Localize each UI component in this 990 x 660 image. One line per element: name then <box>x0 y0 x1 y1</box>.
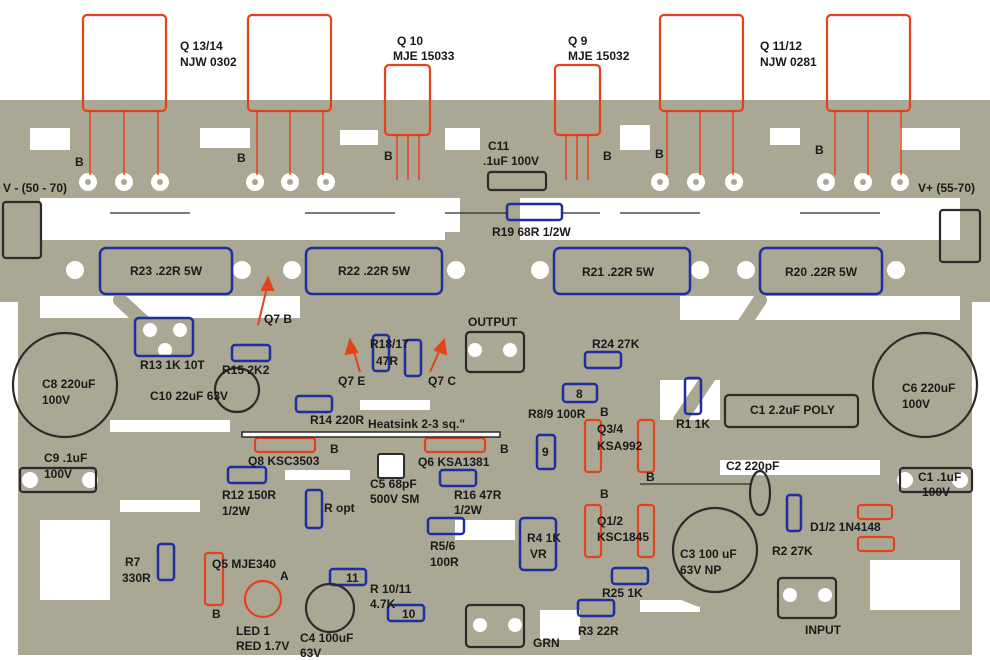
q10-part: MJE 15033 <box>393 49 455 63</box>
d1-2-label: D1/2 1N4148 <box>810 520 881 534</box>
r18-17-label: R18/17 <box>370 337 409 351</box>
q8-base: B <box>330 442 339 456</box>
r8-label: 8 <box>576 387 583 401</box>
ropt-label: R opt <box>324 501 355 515</box>
r7-label: R7 <box>125 555 141 569</box>
c4-value: 63V <box>300 646 321 660</box>
q1-2-ref: Q1/2 <box>597 514 623 528</box>
q14-base-label: B <box>237 151 246 165</box>
q11-12-part: NJW 0281 <box>760 55 817 69</box>
black-outlines <box>1 170 982 649</box>
q10-base-label: B <box>384 149 393 163</box>
r11-label: 11 <box>346 571 359 585</box>
c2-label: C2 220pF <box>726 459 779 473</box>
r4-label: R4 1K <box>527 531 561 545</box>
r23-label: R23 .22R 5W <box>130 264 203 278</box>
c6-label: C6 220uF <box>902 381 955 395</box>
c1-label: C1 2.2uF POLY <box>750 403 835 417</box>
r10-label: 10 <box>402 607 416 621</box>
q7b-label: Q7 B <box>264 312 292 326</box>
q9-part: MJE 15032 <box>568 49 630 63</box>
r20-label: R20 .22R 5W <box>785 265 858 279</box>
r12-value: 1/2W <box>222 504 251 518</box>
led-label: LED 1 <box>236 624 270 638</box>
c4-label: C4 100uF <box>300 631 353 645</box>
q1-2-base: B <box>600 487 609 501</box>
q13-base-label: B <box>75 155 84 169</box>
r21-label: R21 .22R 5W <box>582 265 655 279</box>
r12-label: R12 150R <box>222 488 276 502</box>
red-outlines <box>81 13 912 619</box>
c8-value: 100V <box>42 393 70 407</box>
q7e-label: Q7 E <box>338 374 365 388</box>
q13-14-ref: Q 13/14 <box>180 39 223 53</box>
r9-label: 9 <box>542 445 549 459</box>
c8-label: C8 220uF <box>42 377 95 391</box>
r14-label: R14 220R <box>310 413 364 427</box>
q6-base: B <box>500 442 509 456</box>
c11-value: .1uF 100V <box>483 154 539 168</box>
vpos-label: V+ (55-70) <box>918 181 975 195</box>
r15-label: R15 2K2 <box>222 363 270 377</box>
q3-4-ref: Q3/4 <box>597 422 623 436</box>
led-value: RED 1.7V <box>236 639 289 653</box>
r10-11-value: 4.7K <box>370 597 396 611</box>
r18-17-value: 47R <box>376 354 398 368</box>
c9-value: 100V <box>44 467 72 481</box>
q3-4-base: B <box>600 405 609 419</box>
r16-value: 1/2W <box>454 503 483 517</box>
labels: Q 13/14 NJW 0302 Q 10 MJE 15033 Q 9 MJE … <box>3 34 975 660</box>
q10-ref: Q 10 <box>397 34 423 48</box>
q5-a-label: A <box>280 569 289 583</box>
r8-9-label: R8/9 100R <box>528 407 586 421</box>
r5-6-value: 100R <box>430 555 459 569</box>
r19-label: R19 68R 1/2W <box>492 225 571 239</box>
r25-label: R25 1K <box>602 586 643 600</box>
q3-4-bottom-base: B <box>646 470 655 484</box>
q3-4-part: KSA992 <box>597 439 643 453</box>
c5-label: C5 68pF <box>370 477 417 491</box>
q5-b-label: B <box>212 607 221 621</box>
r7-value: 330R <box>122 571 151 585</box>
q12-base-label: B <box>815 143 824 157</box>
grn-label: GRN <box>533 636 560 650</box>
c3-label: C3 100 uF <box>680 547 737 561</box>
q11-12-ref: Q 11/12 <box>760 39 802 53</box>
q8-label: Q8 KSC3503 <box>248 454 320 468</box>
r5-6-label: R5/6 <box>430 539 456 553</box>
q1-2-part: KSC1845 <box>597 530 649 544</box>
pads <box>22 25 968 632</box>
q13-14-part: NJW 0302 <box>180 55 237 69</box>
input-label: INPUT <box>805 623 842 637</box>
heatsink-label: Heatsink 2-3 sq." <box>368 417 465 431</box>
q7c-label: Q7 C <box>428 374 456 388</box>
c5-value: 500V SM <box>370 492 419 506</box>
output-label: OUTPUT <box>468 315 518 329</box>
r10-11-label: R 10/11 <box>370 582 412 596</box>
c6-value: 100V <box>902 397 930 411</box>
r24-label: R24 27K <box>592 337 640 351</box>
c1b-label: C1 .1uF <box>918 470 961 484</box>
c10-label: C10 22uF 63V <box>150 389 228 403</box>
r1-label: R1 1K <box>676 417 710 431</box>
blue-outlines <box>98 202 884 623</box>
q11-base-label: B <box>655 147 664 161</box>
r3-label: R3 22R <box>578 624 619 638</box>
vneg-label: V - (50 - 70) <box>3 181 67 195</box>
r4-value: VR <box>530 547 547 561</box>
c1b-value: 100V <box>922 485 950 499</box>
q9-ref: Q 9 <box>568 34 588 48</box>
r22-label: R22 .22R 5W <box>338 264 411 278</box>
r16-label: R16 47R <box>454 488 502 502</box>
r2-label: R2 27K <box>772 544 813 558</box>
c9-label: C9 .1uF <box>44 451 87 465</box>
q6-label: Q6 KSA1381 <box>418 455 490 469</box>
q9-base-label: B <box>603 149 612 163</box>
r13-label: R13 1K 10T <box>140 358 205 372</box>
c3-value: 63V NP <box>680 563 721 577</box>
c11-label: C11 <box>488 139 510 153</box>
q5-label: Q5 MJE340 <box>212 557 276 571</box>
